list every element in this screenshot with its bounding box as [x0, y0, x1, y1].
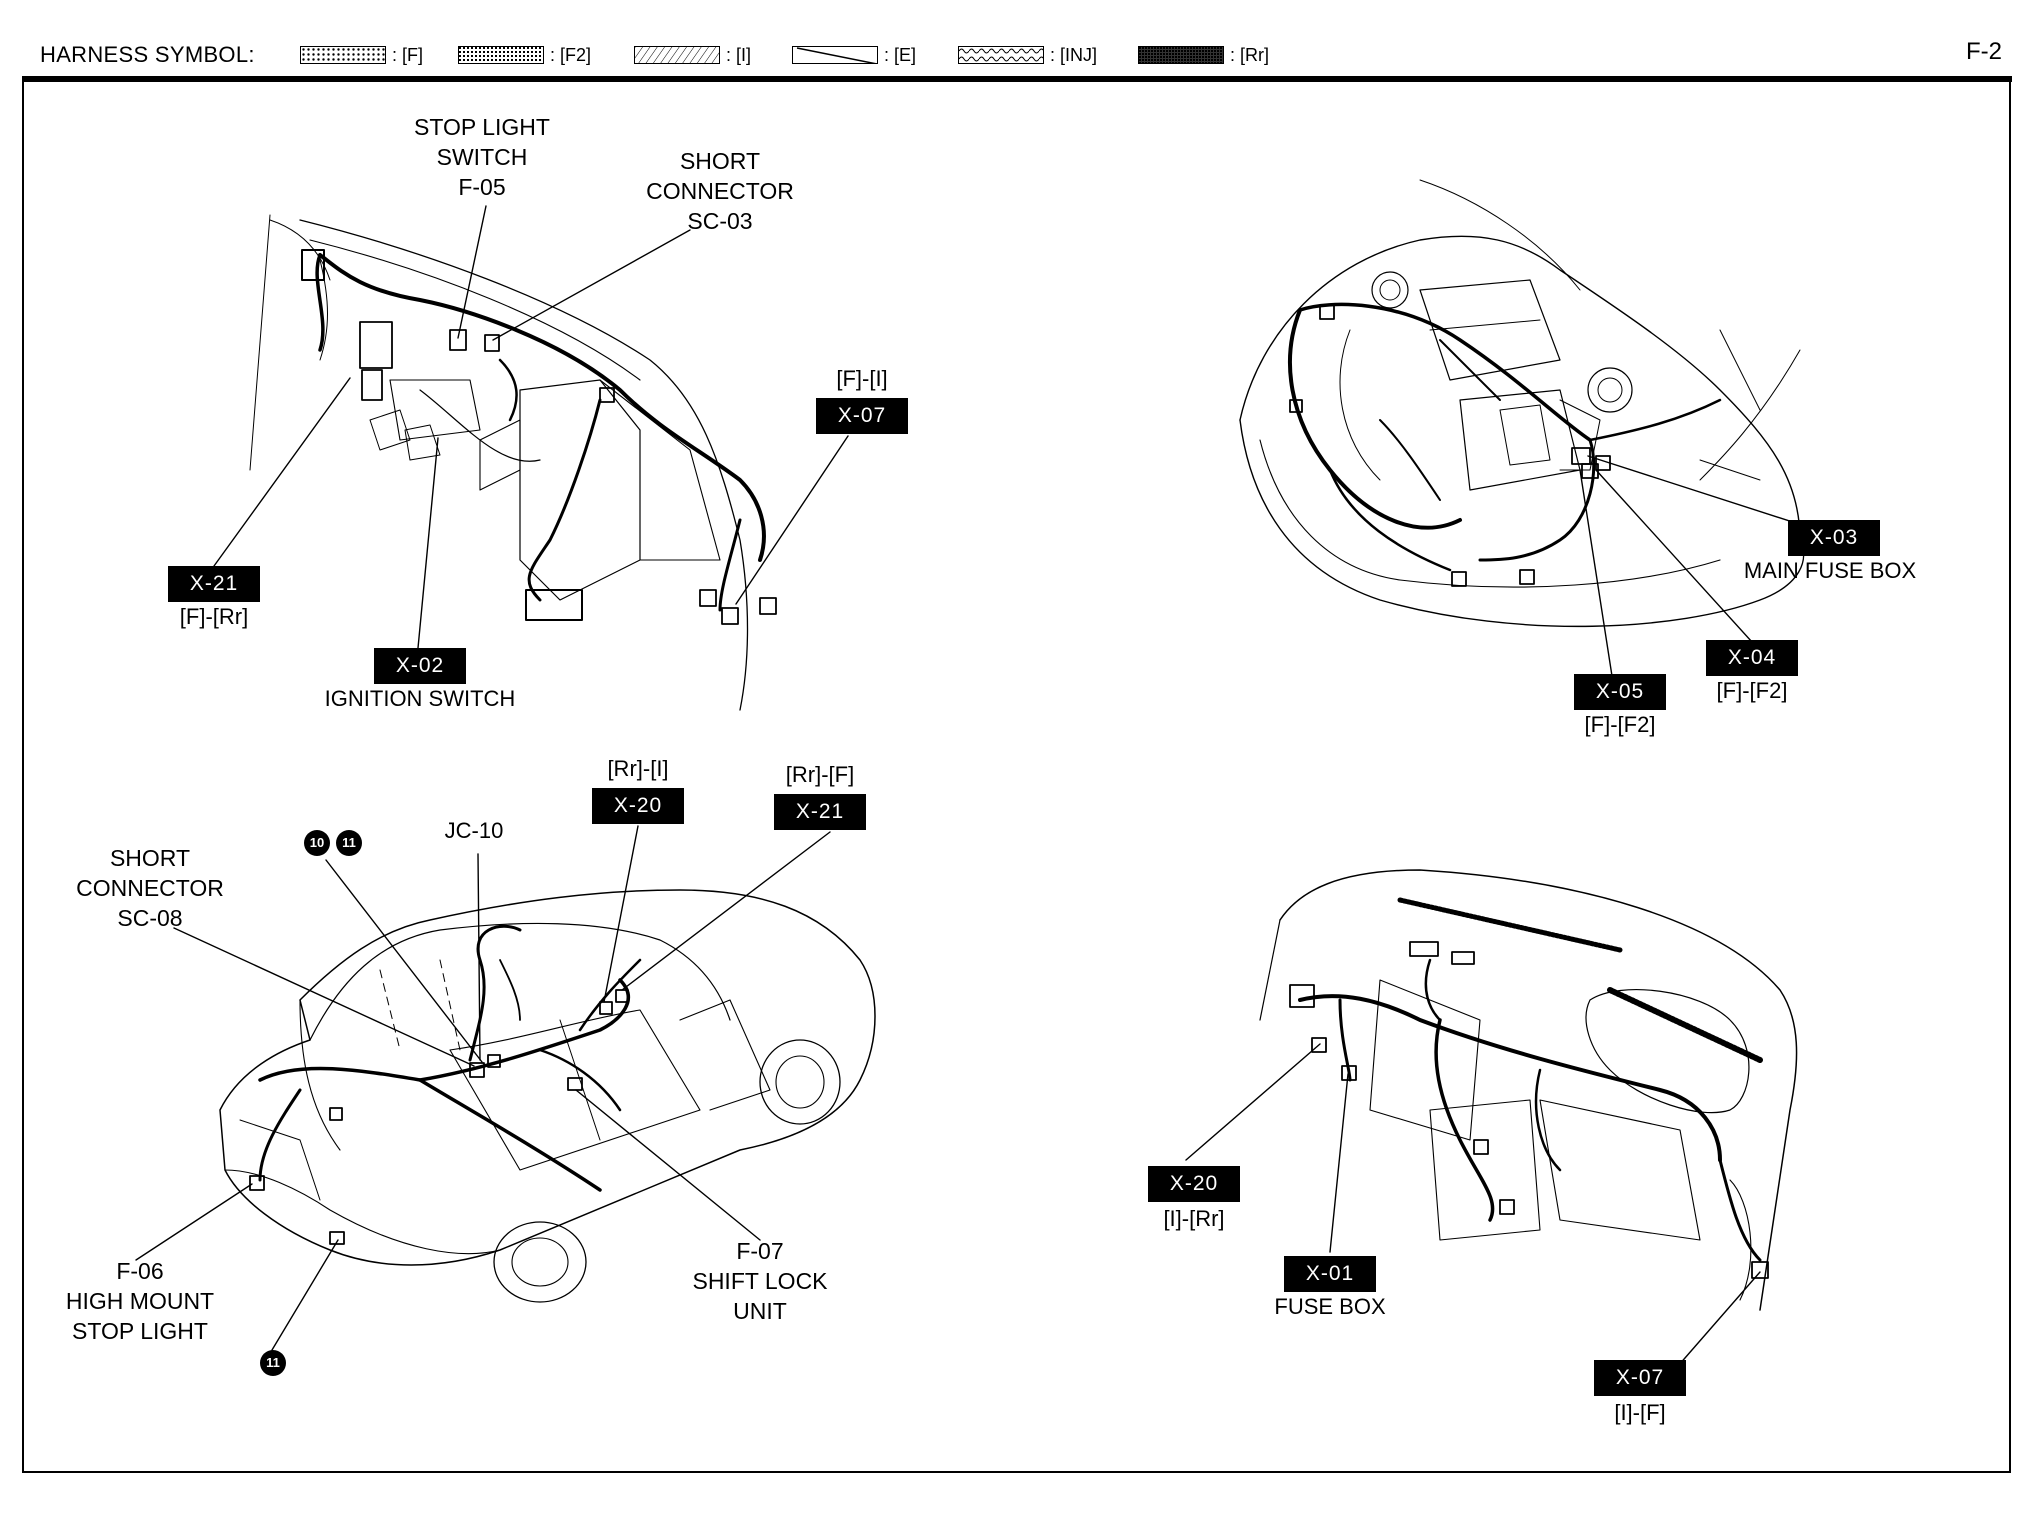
symbol-injector-harness: : [INJ] — [958, 44, 1097, 66]
x05-harness-label: [F]-[F2] — [1584, 712, 1656, 737]
symbol-code: : [F2] — [550, 44, 592, 65]
x01-connector-tag: X-01 — [1284, 1256, 1376, 1292]
x04-harness-label: [F]-[F2] — [1716, 678, 1788, 703]
harness-symbol-header: HARNESS SYMBOL: : [F] : [F2] : [I] : [E]… — [0, 0, 2022, 80]
jc10-junction-label: JC-10 — [444, 818, 504, 843]
symbol-code: : [Rr] — [1230, 44, 1269, 65]
diagram-frame — [22, 82, 2011, 1473]
fine-pattern-icon — [458, 46, 544, 64]
main-fuse-box-label: MAIN FUSE BOX — [1743, 558, 1917, 583]
header-rule — [22, 76, 2012, 82]
symbol-instrument-harness: : [I] — [634, 44, 751, 66]
short-connector-sc03-label: SHORT CONNECTOR SC-03 — [646, 148, 794, 234]
symbol-code: : [INJ] — [1050, 44, 1098, 65]
ground-point-10-icon: 10 — [304, 830, 330, 856]
x04-connector-tag: X-04 — [1706, 640, 1798, 676]
x07-connector-tag: X-07 — [816, 398, 908, 434]
dash-panel-drawing — [1185, 869, 1798, 1367]
cowl-panel-drawing — [213, 205, 849, 711]
ignition-switch-label: IGNITION SWITCH — [324, 686, 516, 711]
x20-rear-connector-tag: X-20 — [592, 788, 684, 824]
x20-dash-connector-tag: X-20 — [1148, 1166, 1240, 1202]
x20-rear-harness-label: [Rr]-[I] — [607, 756, 669, 781]
vehicle-panel-drawing — [135, 825, 876, 1351]
dense-pattern-icon — [1138, 46, 1224, 64]
x07-dash-connector-tag: X-07 — [1594, 1360, 1686, 1396]
harness-symbol-title: HARNESS SYMBOL: — [40, 42, 255, 67]
symbol-code: : [E] — [884, 44, 917, 65]
x07-harness-label: [F]-[I] — [836, 366, 888, 391]
x05-connector-tag: X-05 — [1574, 674, 1666, 710]
x20-dash-harness-label: [I]-[Rr] — [1163, 1206, 1225, 1231]
dots-pattern-icon — [300, 46, 386, 64]
diag-pattern-icon — [634, 46, 720, 64]
page-number: F-2 — [1966, 38, 2002, 65]
ground-point-11-icon: 11 — [336, 830, 362, 856]
symbol-rear-harness: : [Rr] — [1138, 44, 1269, 66]
engine-panel-drawing — [1239, 179, 1837, 677]
single-diag-icon — [792, 46, 878, 64]
x07-dash-harness-label: [I]-[F] — [1614, 1400, 1666, 1425]
symbol-front-harness: : [F] — [300, 44, 423, 66]
x21-harness-label: [F]-[Rr] — [179, 604, 249, 629]
shift-lock-unit-label: F-07 SHIFT LOCK UNIT — [692, 1238, 828, 1324]
symbol-engine-harness: : [E] — [792, 44, 916, 66]
symbol-code: : [F] — [392, 44, 423, 65]
x02-connector-tag: X-02 — [374, 648, 466, 684]
symbol-code: : [I] — [726, 44, 752, 65]
ground-point-11-rear-icon: 11 — [260, 1350, 286, 1376]
stop-light-switch-label: STOP LIGHT SWITCH F-05 — [414, 114, 550, 200]
short-connector-sc08-label: SHORT CONNECTOR SC-08 — [76, 845, 224, 931]
high-mount-stop-light-label: F-06 HIGH MOUNT STOP LIGHT — [65, 1258, 215, 1344]
x21-rear-harness-label: [Rr]-[F] — [785, 762, 855, 787]
wave-pattern-icon — [958, 46, 1044, 64]
x21-connector-tag: X-21 — [168, 566, 260, 602]
x21-rear-connector-tag: X-21 — [774, 794, 866, 830]
x03-connector-tag: X-03 — [1788, 520, 1880, 556]
fuse-box-label: FUSE BOX — [1274, 1294, 1386, 1319]
symbol-front2-harness: : [F2] — [458, 44, 591, 66]
